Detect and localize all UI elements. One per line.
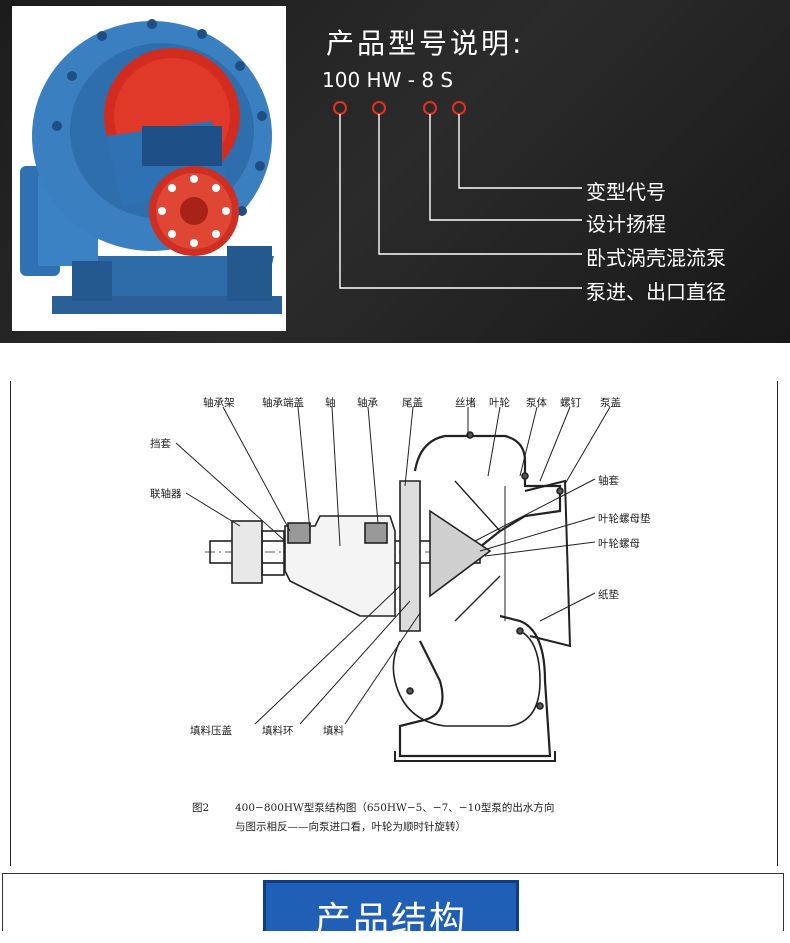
pump-photo xyxy=(12,6,286,331)
label-retaining-sleeve: 挡套 xyxy=(150,438,171,450)
label-plug: 丝堵 xyxy=(455,397,476,409)
legend-diameter: 泵进、出口直径 xyxy=(586,280,726,304)
model-dash: - xyxy=(407,68,415,92)
model-type: HW xyxy=(366,68,402,92)
model-variant: S xyxy=(440,68,454,92)
legend-connector-lines xyxy=(333,101,582,289)
label-impeller-nut-washer: 叶轮螺母垫 xyxy=(598,513,651,525)
section-title: 产品结构 xyxy=(314,900,467,941)
line-size xyxy=(339,114,582,289)
figure-number: 图2 xyxy=(192,802,210,814)
left-border xyxy=(10,381,11,866)
marker-head xyxy=(423,101,437,115)
figure-caption-line1: 400−800HW型泵结构图（650HW−5、−7、−10型泵的出水方向 xyxy=(235,802,555,814)
label-packing: 填料 xyxy=(323,725,344,737)
pump-illustration xyxy=(12,6,286,331)
label-screw: 螺钉 xyxy=(560,397,581,409)
line-type xyxy=(378,114,582,255)
label-shaft: 轴 xyxy=(325,397,336,409)
label-coupling: 联轴器 xyxy=(150,488,182,500)
marker-variant xyxy=(452,101,466,115)
legend-pump-type: 卧式涡壳混流泵 xyxy=(586,246,726,270)
pump-cross-section xyxy=(175,406,611,762)
model-code: 100 HW - 8 S xyxy=(322,68,453,92)
marker-type xyxy=(372,101,386,115)
marker-size xyxy=(333,101,347,115)
model-spec-panel: 产品型号说明: 100 HW - 8 S 变型代号 设计扬程 卧式涡壳混流泵 泵… xyxy=(0,0,790,343)
legend-design-head: 设计扬程 xyxy=(586,212,666,236)
label-pump-cover: 泵盖 xyxy=(600,397,621,409)
spacer xyxy=(0,343,790,381)
label-impeller: 叶轮 xyxy=(489,397,510,409)
label-packing-ring: 填料环 xyxy=(262,725,294,737)
line-head xyxy=(429,114,582,221)
label-shaft-sleeve: 轴套 xyxy=(598,475,619,487)
structure-drawing: 轴承架 轴承端盖 轴 轴承 尾盖 丝堵 叶轮 泵体 螺钉 泵盖 挡套 联轴器 轴… xyxy=(0,381,790,866)
right-border xyxy=(777,381,778,866)
label-paper-gasket: 纸垫 xyxy=(598,589,619,601)
section-banner: 产品结构 xyxy=(263,880,519,941)
label-impeller-nut: 叶轮螺母 xyxy=(598,538,640,550)
label-rear-cover: 尾盖 xyxy=(402,397,423,409)
label-packing-gland: 填料压盖 xyxy=(190,725,232,737)
line-variant xyxy=(458,114,582,189)
legend-variant-code: 变型代号 xyxy=(586,180,666,204)
figure-caption-line2: 与图示相反——向泵进口看，叶轮为顺时针旋转） xyxy=(235,821,466,833)
model-head: 8 xyxy=(421,68,435,92)
label-bearing: 轴承 xyxy=(357,397,378,409)
spec-title: 产品型号说明: xyxy=(326,27,525,60)
label-bearing-frame: 轴承架 xyxy=(203,397,235,409)
label-bearing-end-cover: 轴承端盖 xyxy=(262,397,304,409)
label-pump-body: 泵体 xyxy=(526,397,547,409)
model-size: 100 xyxy=(322,68,361,92)
